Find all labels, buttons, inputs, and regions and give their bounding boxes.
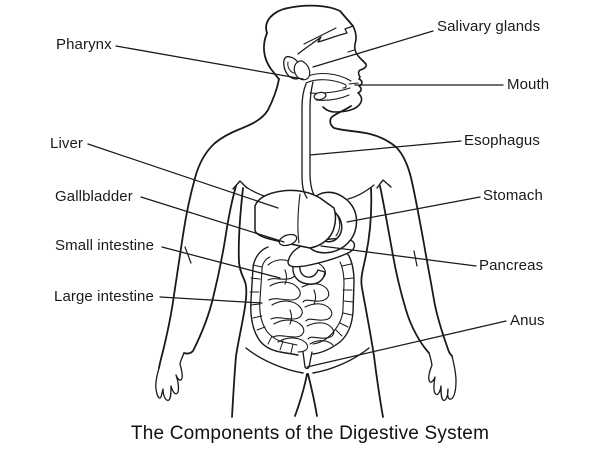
left-groin-line: [245, 347, 304, 374]
left-elbow-crease: [184, 246, 192, 264]
salivary-glands-leader-line: [312, 30, 434, 68]
right-chest-fold: [347, 184, 375, 200]
label-anus: Anus: [510, 312, 545, 329]
right-armpit-fold: [376, 179, 392, 189]
salivary-glands-organ: [293, 60, 327, 101]
ear-inner: [287, 61, 295, 74]
label-small-intestine: Small intestine: [55, 237, 155, 254]
hair-outline: [265, 4, 354, 34]
liver-organ: [254, 189, 337, 249]
stomach-leader-line: [346, 196, 481, 223]
label-mouth: Mouth: [507, 76, 550, 93]
label-esophagus: Esophagus: [464, 132, 540, 149]
liver-leader-line: [87, 143, 279, 209]
label-gallbladder: Gallbladder: [55, 188, 133, 205]
label-salivary-glands: Salivary glands: [437, 18, 541, 35]
torso-left-side: [231, 187, 248, 418]
label-pancreas: Pancreas: [479, 257, 544, 274]
right-inner-thigh: [307, 373, 318, 417]
right-arm-outer: [395, 146, 453, 357]
esophagus-organ: [301, 81, 315, 199]
hairline: [297, 25, 354, 55]
neck-front: [329, 105, 397, 148]
left-arm-outer: [158, 142, 216, 369]
mouth-corner-line: [348, 82, 359, 85]
right-groin-line: [312, 347, 370, 374]
left-hand: [155, 352, 185, 402]
pharynx-leader-line: [115, 45, 304, 80]
label-pharynx: Pharynx: [56, 36, 112, 53]
neck-back: [214, 78, 280, 144]
left-arm-inner: [183, 185, 237, 355]
large-intestine-organ: [249, 243, 355, 370]
label-stomach: Stomach: [483, 187, 543, 204]
back-of-head: [263, 32, 280, 80]
torso-right-side: [360, 187, 384, 418]
rectum: [302, 351, 313, 370]
anus-leader-line: [306, 320, 507, 368]
hair-strand: [303, 27, 337, 45]
haustra-ticks: [249, 263, 354, 354]
face-profile: [322, 25, 367, 113]
mouth-interior: [305, 72, 352, 101]
left-inner-thigh: [294, 373, 308, 417]
eye-crease: [347, 49, 355, 53]
label-liver: Liver: [50, 135, 84, 152]
large-intestine-leader-line: [159, 296, 263, 304]
gallbladder-organ: [278, 233, 298, 247]
small-intestine-leader-line: [161, 246, 281, 279]
pancreas-leader-line: [320, 245, 477, 267]
gallbladder-leader-line: [140, 196, 285, 243]
small-intestine-organ: [267, 259, 335, 353]
label-large-intestine: Large intestine: [54, 288, 154, 305]
right-hand: [428, 352, 457, 402]
diagram-title: The Components of the Digestive System: [130, 423, 490, 444]
leader-lines: [87, 30, 507, 368]
esophagus-leader-line: [309, 140, 462, 156]
